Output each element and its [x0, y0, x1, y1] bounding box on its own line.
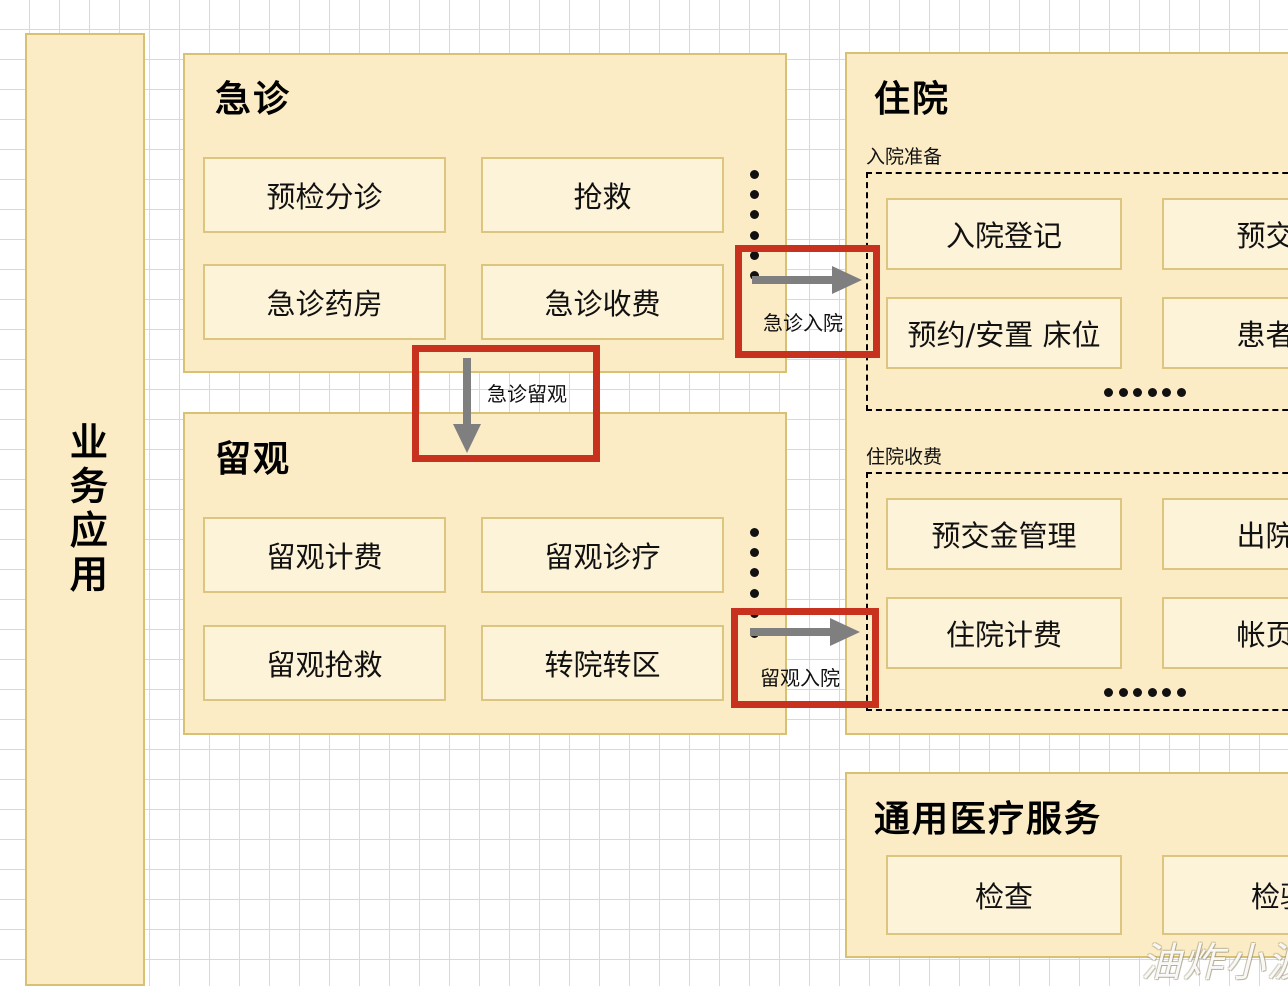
- emergency-more-dots: [750, 170, 759, 280]
- panel-inpatient-title: 住院: [874, 79, 951, 120]
- callout-emergency-admission[interactable]: [735, 245, 880, 358]
- callout-observation-admission-label: 留观入院: [760, 666, 840, 690]
- observation-item-resuscitation[interactable]: 留观抢救: [203, 625, 446, 701]
- observation-item-transfer[interactable]: 转院转区: [481, 625, 724, 701]
- inpatient-item-deposit[interactable]: 预交金: [1162, 198, 1288, 270]
- inpatient-item-discharge-settlement[interactable]: 出院结: [1162, 498, 1288, 570]
- inpatient-admission-prep-more-dots: [1104, 388, 1186, 397]
- inpatient-item-patient-note[interactable]: 患者注: [1162, 297, 1288, 369]
- panel-observation-title: 留观: [215, 439, 292, 480]
- arrow-down-icon: [453, 358, 481, 453]
- callout-emergency-observation-label: 急诊留观: [487, 382, 567, 406]
- emergency-item-resuscitation[interactable]: 抢救: [481, 157, 724, 233]
- general-item-laboratory[interactable]: 检验: [1162, 855, 1288, 935]
- emergency-item-pharmacy[interactable]: 急诊药房: [203, 264, 446, 340]
- emergency-item-pre-triage[interactable]: 预检分诊: [203, 157, 446, 233]
- inpatient-item-bed-reservation[interactable]: 预约/安置 床位: [886, 297, 1122, 369]
- observation-item-treatment[interactable]: 留观诊疗: [481, 517, 724, 593]
- inpatient-group-admission-prep: [866, 172, 1288, 411]
- inpatient-item-ledger-query[interactable]: 帐页查: [1162, 597, 1288, 669]
- callout-emergency-admission-label: 急诊入院: [763, 311, 843, 335]
- observation-item-billing[interactable]: 留观计费: [203, 517, 446, 593]
- general-item-examination[interactable]: 检查: [886, 855, 1122, 935]
- callout-observation-admission[interactable]: [731, 608, 879, 708]
- panel-emergency-title: 急诊: [215, 79, 292, 120]
- callout-emergency-observation[interactable]: [412, 345, 600, 462]
- emergency-item-charging[interactable]: 急诊收费: [481, 264, 724, 340]
- sidebar-label: 业务应用: [63, 421, 108, 598]
- arrow-right-icon: [750, 618, 860, 646]
- panel-general-medical-services-title: 通用医疗服务: [874, 799, 1103, 840]
- inpatient-item-inpatient-billing[interactable]: 住院计费: [886, 597, 1122, 669]
- inpatient-group-inpatient-charging: [866, 472, 1288, 711]
- arrow-right-icon: [752, 266, 862, 294]
- inpatient-group-label-admission-prep: 入院准备: [866, 146, 943, 168]
- inpatient-item-admission-registration[interactable]: 入院登记: [886, 198, 1122, 270]
- inpatient-item-deposit-management[interactable]: 预交金管理: [886, 498, 1122, 570]
- inpatient-group-label-inpatient-charging: 住院收费: [866, 446, 943, 468]
- inpatient-charging-more-dots: [1104, 688, 1186, 697]
- sidebar-business-application[interactable]: 业务应用: [25, 33, 145, 986]
